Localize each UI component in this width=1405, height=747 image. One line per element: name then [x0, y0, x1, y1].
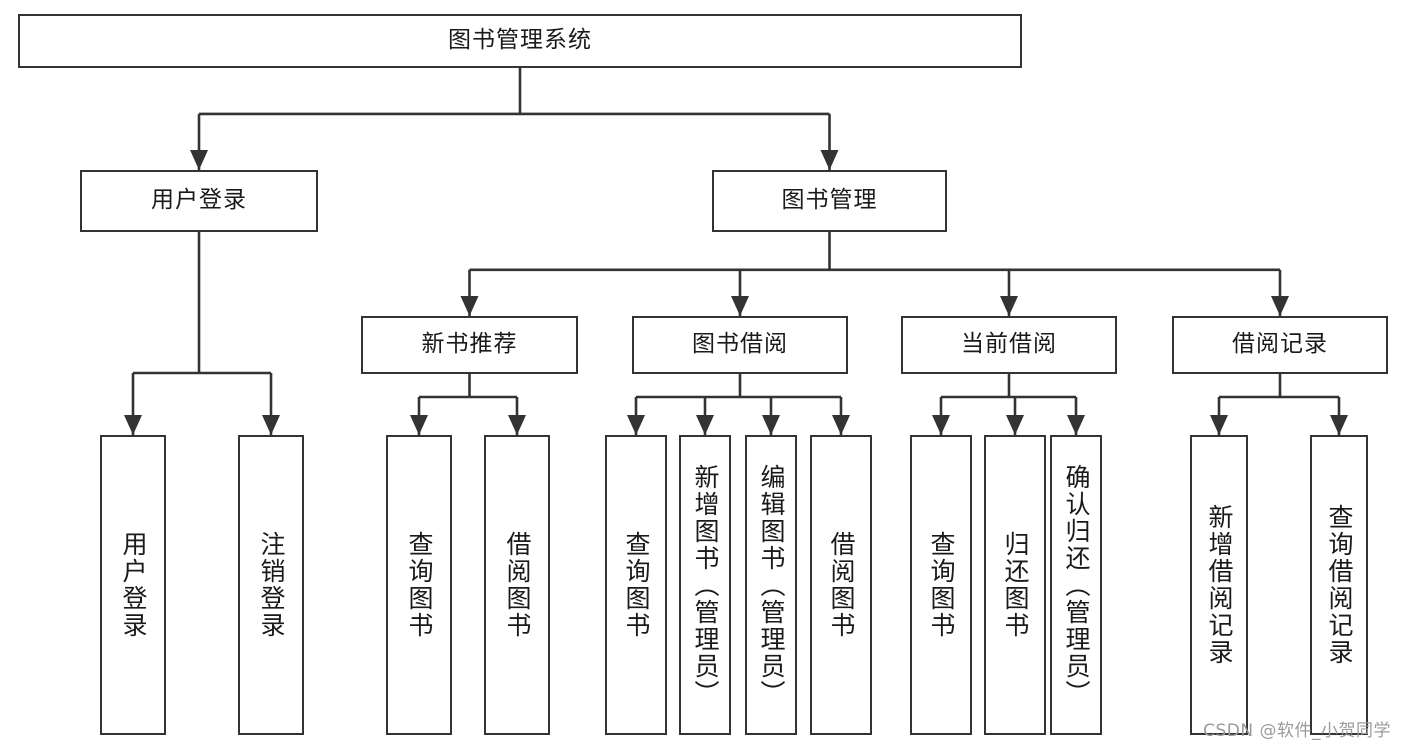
node-leaf9[interactable]: 查询图书 — [910, 435, 972, 735]
arrow-head-icon — [731, 296, 749, 316]
arrow-head-icon — [832, 415, 850, 435]
node-leaf6[interactable]: 新增图书（管理员） — [679, 435, 731, 735]
watermark-text: CSDN @软件_小贺同学 — [1203, 721, 1391, 741]
node-label: 查询图书 — [927, 531, 956, 639]
node-leaf1[interactable]: 用户登录 — [100, 435, 166, 735]
arrow-head-icon — [262, 415, 280, 435]
node-label: 用户登录 — [151, 187, 247, 214]
node-leaf2[interactable]: 注销登录 — [238, 435, 304, 735]
node-label: 新增借阅记录 — [1205, 504, 1234, 666]
node-leaf11[interactable]: 确认归还（管理员） — [1050, 435, 1102, 735]
node-leaf13[interactable]: 查询借阅记录 — [1310, 435, 1368, 735]
node-bookmgmt[interactable]: 图书管理 — [712, 170, 947, 232]
node-label: 图书管理系统 — [448, 27, 592, 54]
arrow-head-icon — [1271, 296, 1289, 316]
arrow-head-icon — [460, 296, 479, 316]
node-label: 当前借阅 — [961, 331, 1057, 358]
node-label: 注销登录 — [257, 531, 286, 639]
node-leaf12[interactable]: 新增借阅记录 — [1190, 435, 1248, 735]
node-label: 编辑图书（管理员） — [757, 463, 786, 707]
arrow-head-icon — [932, 415, 950, 435]
node-label: 借阅记录 — [1232, 331, 1328, 358]
arrow-head-icon — [508, 415, 526, 435]
arrow-head-icon — [627, 415, 645, 435]
arrow-head-icon — [410, 415, 428, 435]
node-root[interactable]: 图书管理系统 — [18, 14, 1022, 68]
arrow-head-icon — [1000, 296, 1018, 316]
node-label: 查询借阅记录 — [1325, 504, 1354, 666]
arrow-head-icon — [1006, 415, 1024, 435]
node-leaf8[interactable]: 借阅图书 — [810, 435, 872, 735]
node-label: 查询图书 — [622, 531, 651, 639]
node-leaf4[interactable]: 借阅图书 — [484, 435, 550, 735]
node-label: 图书借阅 — [692, 331, 788, 358]
node-label: 借阅图书 — [503, 531, 532, 639]
arrow-head-icon — [696, 415, 714, 435]
node-leaf5[interactable]: 查询图书 — [605, 435, 667, 735]
node-leaf7[interactable]: 编辑图书（管理员） — [745, 435, 797, 735]
node-leaf10[interactable]: 归还图书 — [984, 435, 1046, 735]
arrow-head-icon — [1210, 415, 1228, 435]
arrow-head-icon — [190, 150, 208, 170]
node-records[interactable]: 借阅记录 — [1172, 316, 1388, 374]
node-label: 图书管理 — [781, 187, 878, 214]
node-current[interactable]: 当前借阅 — [901, 316, 1117, 374]
node-label: 确认归还（管理员） — [1062, 463, 1091, 707]
node-label: 新增图书（管理员） — [691, 463, 720, 707]
node-leaf3[interactable]: 查询图书 — [386, 435, 452, 735]
node-label: 归还图书 — [1001, 531, 1030, 639]
node-login[interactable]: 用户登录 — [80, 170, 318, 232]
arrow-head-icon — [124, 415, 142, 435]
node-label: 借阅图书 — [827, 531, 856, 639]
arrow-head-icon — [1330, 415, 1348, 435]
arrow-head-icon — [1067, 415, 1085, 435]
node-label: 新书推荐 — [421, 331, 518, 358]
node-label: 查询图书 — [405, 531, 434, 639]
node-borrow[interactable]: 图书借阅 — [632, 316, 848, 374]
arrow-head-icon — [762, 415, 780, 435]
node-newbook[interactable]: 新书推荐 — [361, 316, 578, 374]
node-label: 用户登录 — [119, 531, 148, 639]
arrow-head-icon — [820, 150, 839, 170]
